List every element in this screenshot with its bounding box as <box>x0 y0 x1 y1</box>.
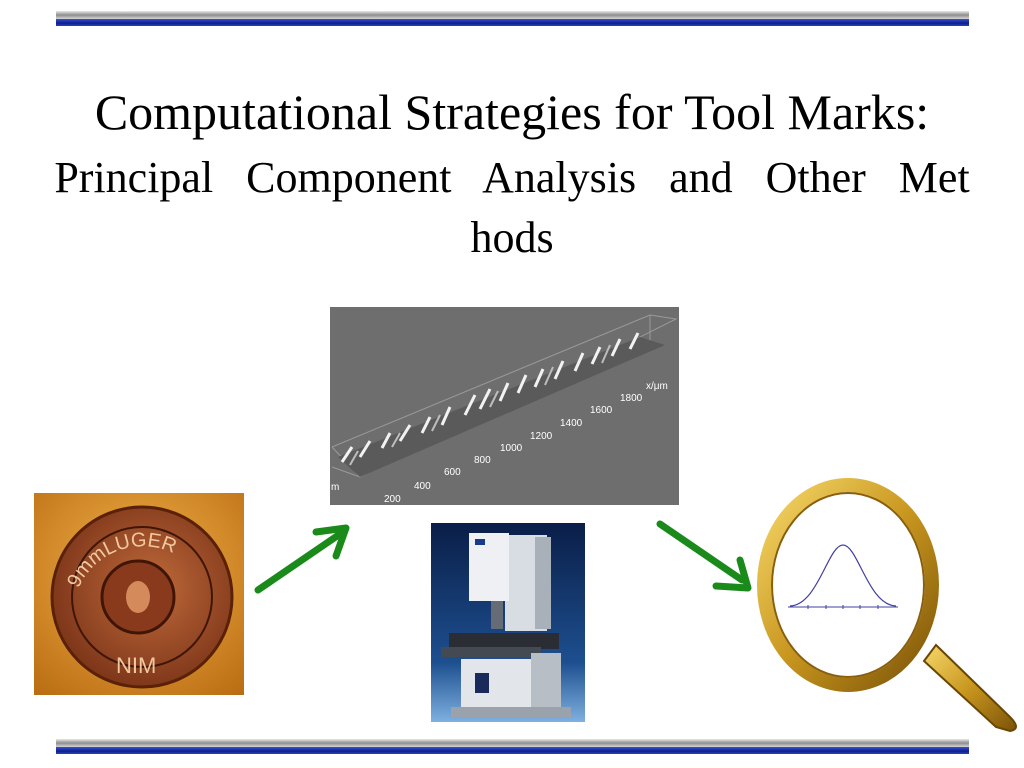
slide-subtitle-line1: Principal Component Analysis and Other M… <box>54 153 970 202</box>
tick-label: 600 <box>444 467 461 478</box>
tick-label: 400 <box>414 481 431 492</box>
normal-curve <box>789 544 897 607</box>
surface-profile-image: x/μm 200 400 600 800 1000 1200 1400 1600… <box>330 307 679 505</box>
tick-label: 1400 <box>560 418 583 429</box>
slide-subtitle-line2: hods <box>470 213 554 262</box>
top-decorative-bar <box>56 11 969 26</box>
cartridge-headstamp-image: 9mmLUGER NIM <box>34 493 244 695</box>
bottom-decorative-bar <box>56 739 969 754</box>
microscope-image <box>431 523 585 722</box>
arrow-down-right-icon <box>656 520 752 592</box>
axis-unit-label: x/μm <box>646 381 668 392</box>
tick-label: 1800 <box>620 393 643 404</box>
tick-label: 200 <box>384 494 401 505</box>
edge-label: m <box>331 482 339 493</box>
tick-label: 1000 <box>500 443 523 454</box>
tick-label: 1600 <box>590 405 613 416</box>
arrow-up-right-icon <box>254 524 350 594</box>
magnifying-glass-icon <box>748 477 1024 733</box>
tick-label: 1200 <box>530 431 553 442</box>
headstamp-bottom-text: NIM <box>116 653 156 678</box>
slide-title: Computational Strategies for Tool Marks: <box>94 84 930 140</box>
tick-label: 800 <box>474 455 491 466</box>
